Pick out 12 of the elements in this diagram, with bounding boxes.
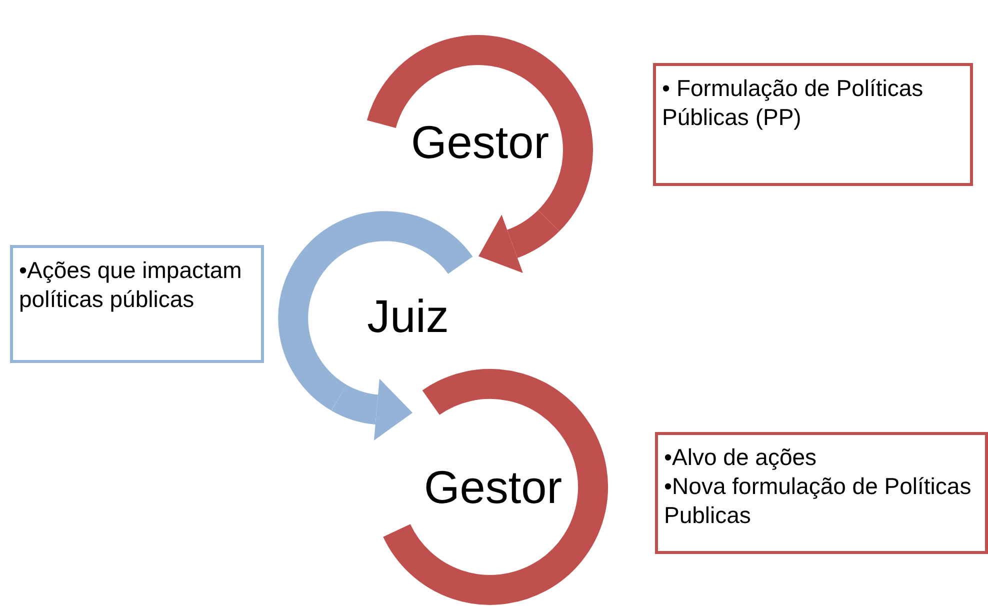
- curved-arrow: [332, 378, 412, 440]
- bullet-item: •Nova formulação de Políticas Publicas: [664, 472, 972, 530]
- node-label: Gestor: [424, 460, 562, 514]
- node-label: Juiz: [367, 289, 449, 343]
- text-box: [653, 63, 973, 186]
- curved-arrow: [479, 210, 559, 272]
- text-box: [10, 245, 264, 363]
- bullet-item: • Formulação de Políticas Públicas (PP): [662, 74, 924, 132]
- node-label: Gestor: [410, 115, 550, 169]
- text-box: [655, 432, 988, 554]
- bullet-item: •Ações que impactam políticas públicas: [19, 256, 243, 314]
- bullet-item: •Alvo de ações: [664, 443, 818, 472]
